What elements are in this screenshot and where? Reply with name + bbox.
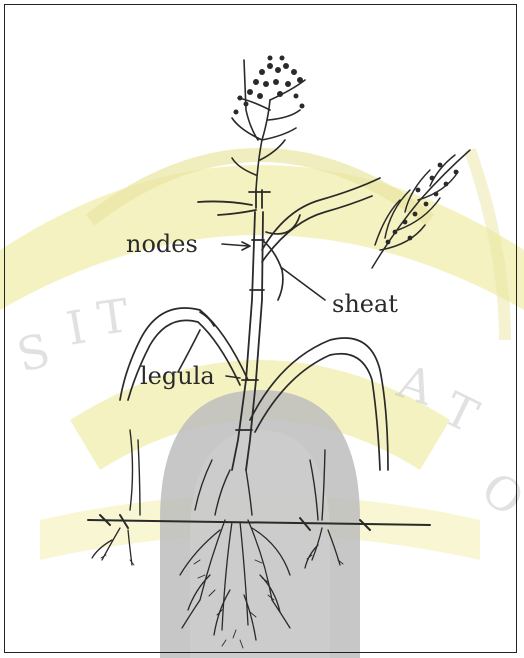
figure-border	[4, 4, 517, 653]
